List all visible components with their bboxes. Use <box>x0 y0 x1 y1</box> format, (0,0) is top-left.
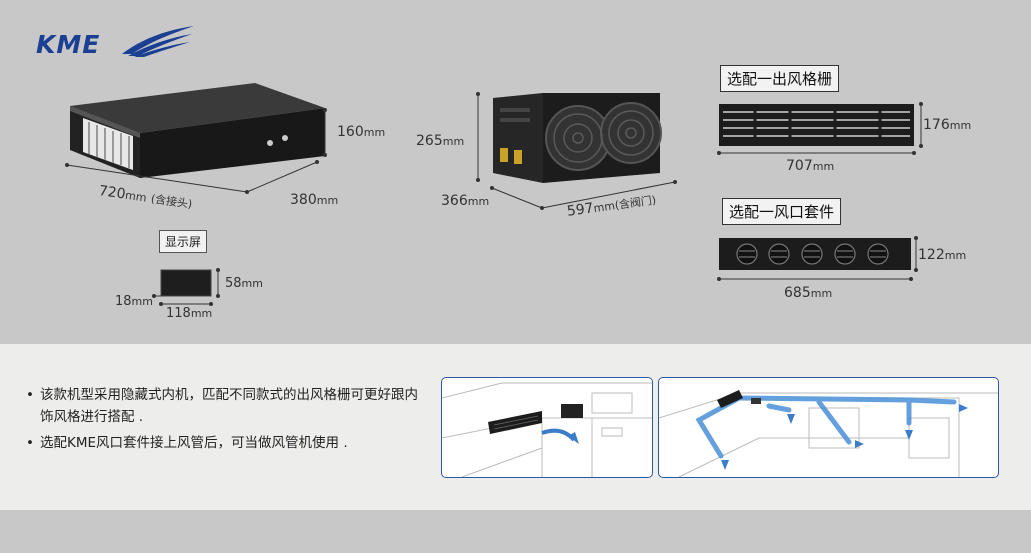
value: 366 <box>441 193 468 209</box>
main-unit-depth: 380mm <box>290 192 338 208</box>
vent-kit-image <box>717 236 918 281</box>
description-list: •该款机型采用隐藏式内机，匹配不同款式的出风格栅可更好跟内饰风格进行搭配 . •… <box>26 384 426 454</box>
vent-kit-width: 685mm <box>784 285 832 301</box>
list-item: •该款机型采用隐藏式内机，匹配不同款式的出风格栅可更好跟内饰风格进行搭配 . <box>26 384 426 428</box>
bullet-text: 该款机型采用隐藏式内机，匹配不同款式的出风格栅可更好跟内饰风格进行搭配 . <box>40 387 418 425</box>
list-item: •选配KME风口套件接上风管后，可当做风管机使用 . <box>26 432 426 454</box>
condenser-dim-lines <box>476 92 677 210</box>
grille-width: 707mm <box>786 158 834 174</box>
value: 122 <box>918 247 945 263</box>
unit: mm <box>131 295 153 308</box>
unit: mm <box>363 126 386 139</box>
value: 176 <box>923 117 950 133</box>
display-label: 显示屏 <box>159 230 208 253</box>
condenser-depth: 366mm <box>441 193 489 209</box>
vent-kit-label: 选配一风口套件 <box>722 198 842 225</box>
unit: mm <box>467 195 490 208</box>
grille-height: 176mm <box>923 117 971 133</box>
value: 18 <box>115 294 132 309</box>
logo-text: KME <box>36 30 101 59</box>
unit: mm <box>949 119 972 132</box>
unit: mm <box>241 277 263 290</box>
installation-illustration <box>441 377 653 478</box>
unit: mm <box>190 307 213 320</box>
value: 380 <box>290 192 317 208</box>
vent-kit-height: 122mm <box>918 247 966 263</box>
bullet-text: 选配KME风口套件接上风管后，可当做风管机使用 . <box>40 435 348 451</box>
value: 265 <box>416 133 443 149</box>
footer-band <box>0 510 1031 553</box>
value: 58 <box>225 276 242 291</box>
main-unit-dim-lines <box>65 108 327 194</box>
logo-wing-icon <box>122 26 194 57</box>
interior-sketch <box>442 382 652 477</box>
unit: mm <box>810 287 833 300</box>
display-image <box>152 268 220 306</box>
display-height: 58mm <box>225 276 263 291</box>
unit: mm <box>944 249 967 262</box>
value: 685 <box>784 285 811 301</box>
unit: mm <box>442 135 465 148</box>
condenser-height: 265mm <box>416 133 464 149</box>
grille-label: 选配一出风格栅 <box>720 65 840 92</box>
condenser-image <box>493 93 662 183</box>
display-width: 118mm <box>166 306 212 321</box>
grille-image <box>717 102 923 155</box>
unit: mm <box>124 188 148 205</box>
duct-sketch <box>659 390 998 477</box>
value: 160 <box>337 124 364 140</box>
display-depth: 18mm <box>115 294 153 309</box>
unit: mm <box>592 199 616 216</box>
main-unit-height: 160mm <box>337 124 385 140</box>
duct-illustration <box>658 377 999 478</box>
value: 118 <box>166 306 191 321</box>
unit: mm <box>316 194 339 207</box>
value: 707 <box>786 158 813 174</box>
unit: mm <box>812 160 835 173</box>
main-unit-image <box>70 83 325 178</box>
